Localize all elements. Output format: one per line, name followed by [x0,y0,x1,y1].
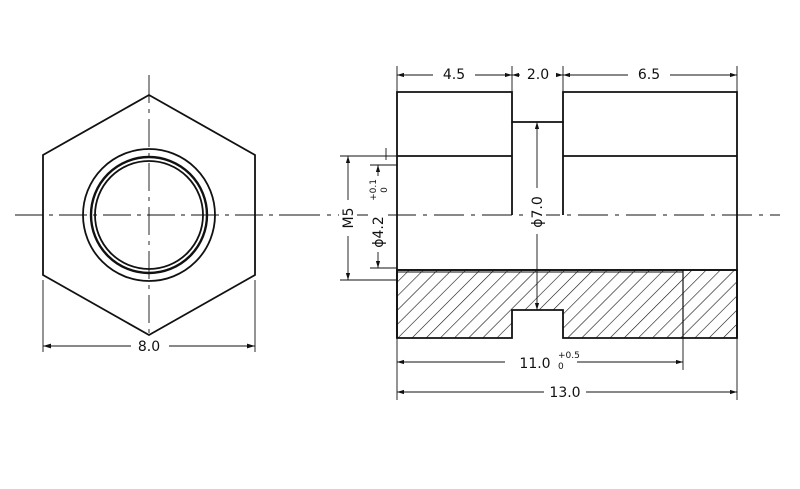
hexagon-outline [42,93,256,337]
dim-label-6-5: 6.5 [638,67,660,83]
bore-label: ϕ4.2 [371,216,387,248]
dim-label-4-5: 4.5 [443,67,465,83]
front-width-label: 8.0 [138,339,160,355]
depth-label: 11.0 [519,356,550,372]
bore-tol-upper: +0.1 [369,179,379,201]
depth-tol-lower: 0 [558,362,564,372]
section-hatch [396,269,738,339]
depth-tol-upper: +0.5 [558,351,580,361]
thread-label-m5: M5 [341,208,357,229]
groove-label: ϕ7.0 [530,196,546,228]
bore-tol-lower: 0 [380,187,390,193]
length-label: 13.0 [549,385,580,401]
side-view [396,91,738,339]
dim-label-2-0: 2.0 [527,67,549,83]
label-bg [131,338,169,352]
front-view [15,75,290,352]
